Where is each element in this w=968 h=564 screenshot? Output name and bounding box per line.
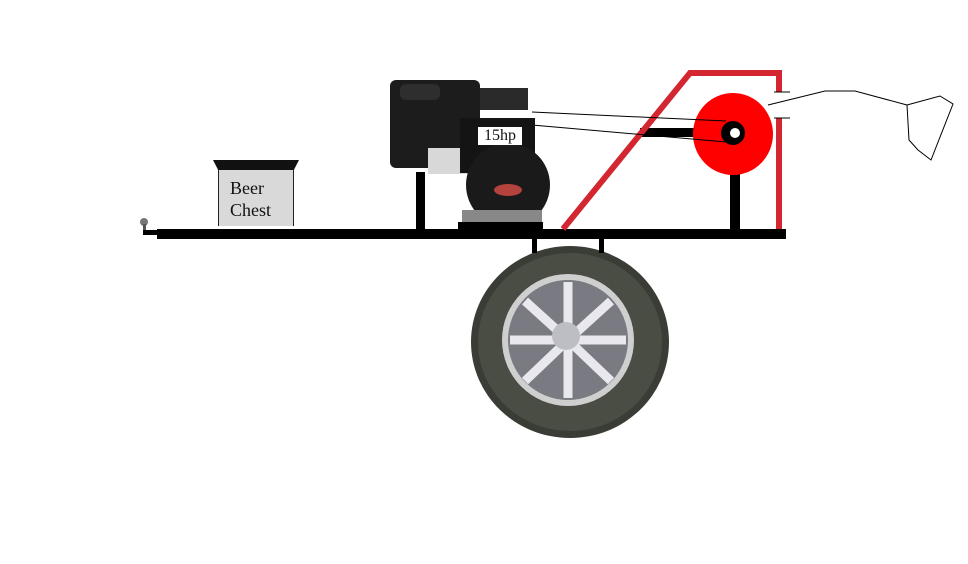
hitch [140,218,148,232]
wheel [471,246,669,438]
beer-chest-label-line2: Chest [230,200,272,220]
trailer-frame [143,128,786,253]
beer-chest [218,170,294,226]
reel-guard [560,70,782,231]
engine [390,80,550,229]
beer-chest-label: Beer Chest [230,177,271,221]
line-and-lure [767,90,954,161]
reel [693,93,773,175]
beer-chest-lid [213,160,299,170]
beer-chest-label-line1: Beer [230,178,264,198]
drive-belt [531,111,727,143]
engine-power-label: 15hp [478,127,522,145]
